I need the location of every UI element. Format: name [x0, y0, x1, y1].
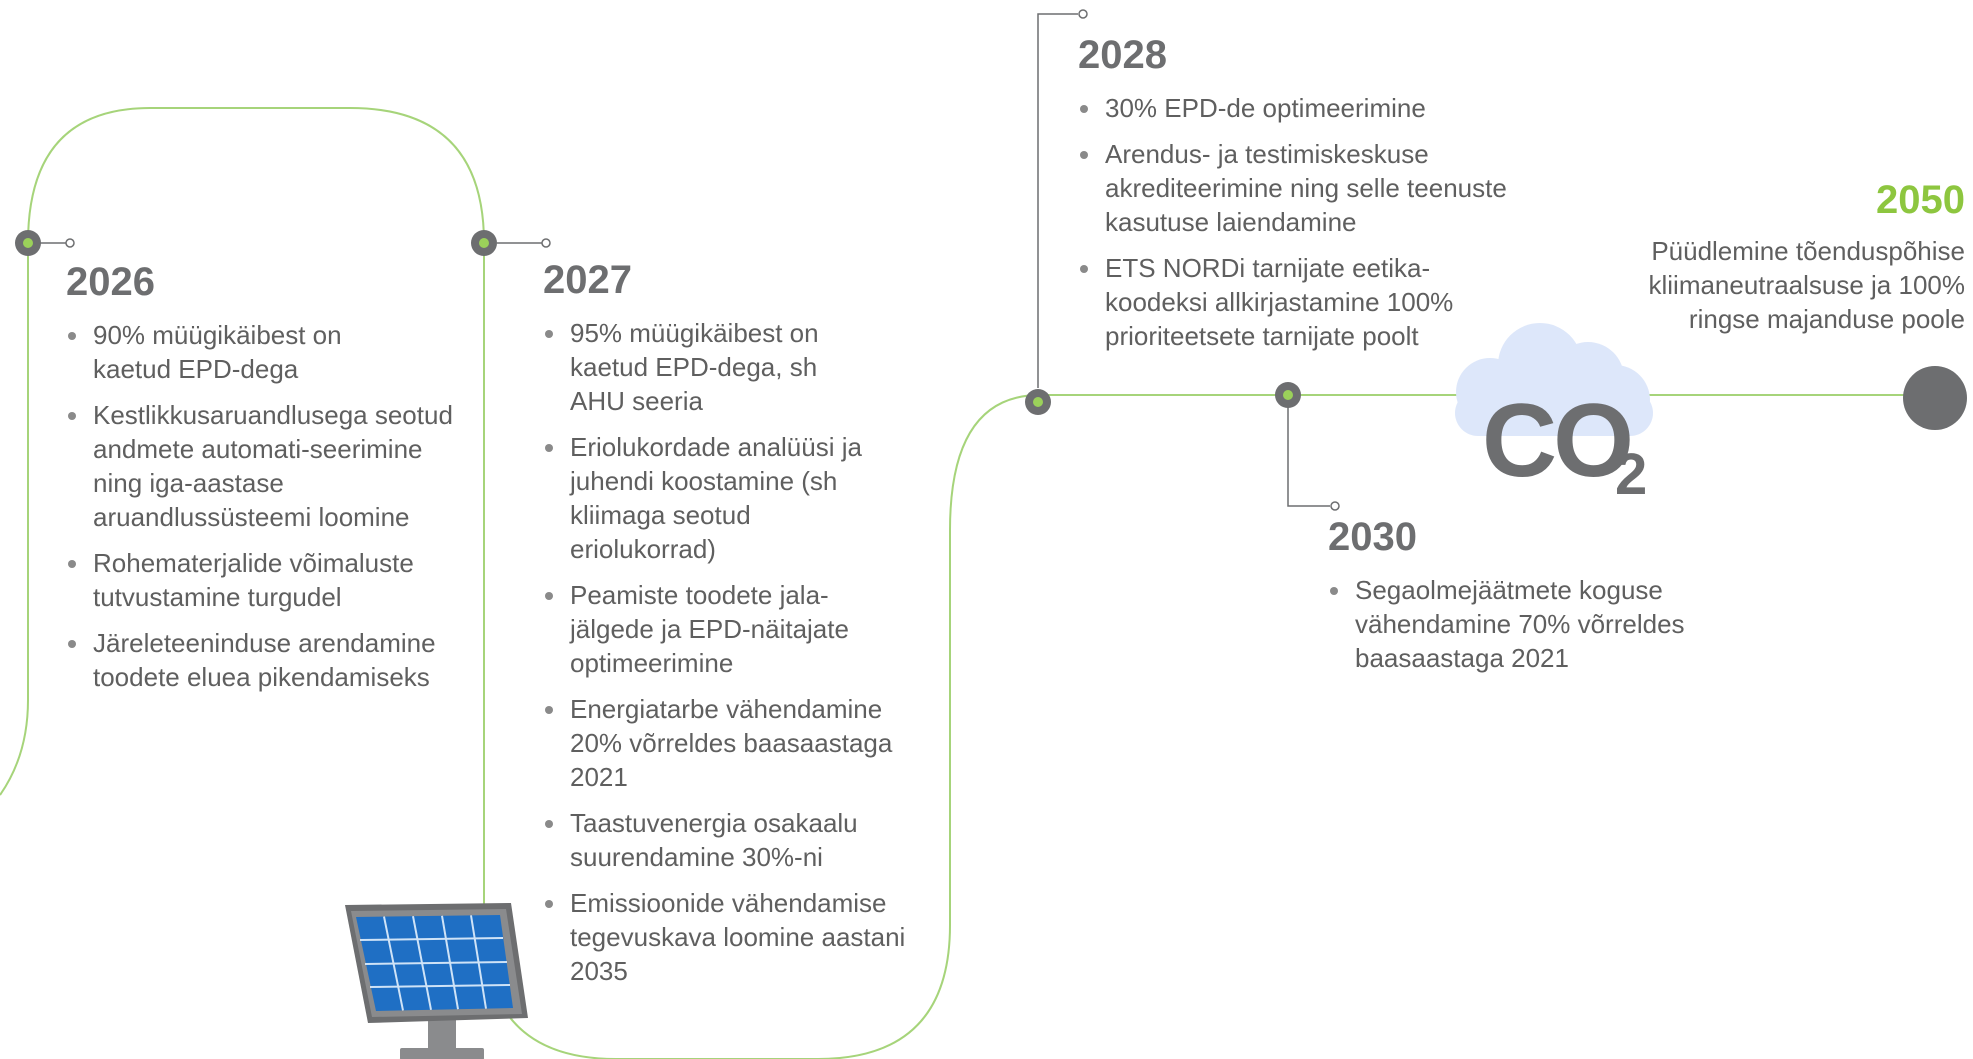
solar-panel-icon: [345, 903, 528, 1059]
list-item: Energiatarbe vähendamine 20% võrreldes b…: [543, 692, 930, 794]
goal-2050-text: Püüdlemine tõenduspõhise kliimaneutraals…: [1648, 236, 1965, 334]
list-item: 90% müügikäibest on kaetud EPD-dega: [66, 318, 393, 386]
timeline-node-2026: [15, 230, 41, 256]
connector-2030: [1287, 403, 1340, 511]
milestone-2030-year: 2030: [1328, 515, 1417, 559]
list-item: Emissioonide vähendamise tegevuskava loo…: [543, 886, 950, 988]
milestone-2028-year: 2028: [1078, 33, 1167, 77]
list-item: Rohematerjalide võimaluste tutvustamine …: [66, 546, 493, 614]
milestone-2027-list: 95% müügikäibest on kaetud EPD-dega, sh …: [543, 316, 933, 988]
co2-cloud-icon: CO 2: [1455, 323, 1653, 507]
list-item: Eriolukordade analüüsi ja juhendi koosta…: [543, 430, 870, 566]
milestone-2026: 2026 90% müügikäibest on kaetud EPD-dega…: [66, 262, 486, 706]
milestone-2027: 2027 95% müügikäibest on kaetud EPD-dega…: [543, 260, 933, 1000]
connector-2027: [497, 238, 551, 248]
list-item: Kestlikkusaruandlusega seotud andmete au…: [66, 398, 473, 534]
milestone-2028-list: 30% EPD-de optimeerimine Arendus- ja tes…: [1078, 91, 1507, 353]
milestone-2026-list: 90% müügikäibest on kaetud EPD-dega Kest…: [66, 318, 486, 694]
list-item: 30% EPD-de optimeerimine: [1078, 91, 1498, 125]
list-item: ETS NORDi tarnijate eetika-koodeksi allk…: [1078, 251, 1515, 353]
list-item: Järeleteeninduse arendamine toodete elue…: [66, 626, 486, 694]
milestone-2030-list: Segaolmejäätmete koguse vähendamine 70% …: [1328, 573, 1758, 675]
list-item: Taastuvenergia osakaalu suurendamine 30%…: [543, 806, 910, 874]
timeline-node-2027: [471, 230, 497, 256]
list-item: Arendus- ja testimiskeskuse akrediteerim…: [1078, 137, 1515, 239]
list-item: 95% müügikäibest on kaetud EPD-dega, sh …: [543, 316, 870, 418]
timeline-node-2028: [1025, 389, 1051, 415]
timeline-end-node: [1903, 366, 1967, 430]
goal-2050: 2050 Püüdlemine tõenduspõhise kliimaneut…: [1585, 180, 1965, 336]
list-item: Segaolmejäätmete koguse vähendamine 70% …: [1328, 573, 1755, 675]
timeline-node-2030: [1275, 382, 1301, 408]
connector-2026: [40, 238, 75, 248]
co2-subscript-text: 2: [1615, 442, 1647, 507]
goal-2050-year: 2050: [1876, 178, 1965, 222]
list-item: Peamiste toodete jala-jälgede ja EPD-näi…: [543, 578, 910, 680]
milestone-2027-year: 2027: [543, 258, 632, 302]
co2-main-text: CO: [1482, 383, 1630, 499]
connector-2028: [1037, 9, 1088, 388]
milestone-2030: 2030 Segaolmejäätmete koguse vähendamine…: [1328, 517, 1758, 687]
milestone-2028: 2028 30% EPD-de optimeerimine Arendus- j…: [1078, 33, 1507, 365]
milestone-2026-year: 2026: [66, 260, 155, 304]
